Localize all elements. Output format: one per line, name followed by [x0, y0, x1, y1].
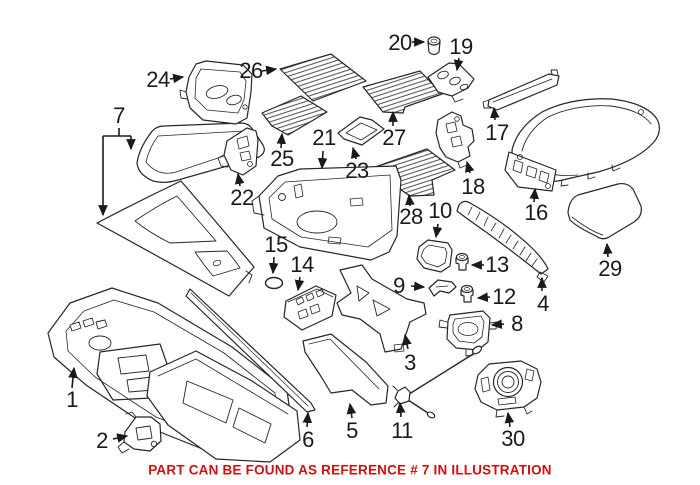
part-7-trim-panel [96, 180, 255, 297]
part-2-bracket [117, 411, 162, 454]
callout-26: 26 [239, 58, 263, 83]
part-4-trim-strip [456, 200, 549, 283]
part-console-shell [146, 350, 301, 463]
callout-13: 13 [485, 252, 509, 277]
part-20-cap [427, 36, 441, 56]
part-25-mat [261, 95, 328, 136]
part-12-cap [460, 284, 474, 303]
callout-25: 25 [270, 146, 294, 171]
reference-caption: PART CAN BE FOUND AS REFERENCE # 7 IN IL… [148, 462, 552, 478]
callout-29: 29 [598, 256, 622, 281]
callout-23: 23 [345, 158, 369, 183]
part-24-storage-tray [179, 60, 253, 125]
callout-19: 19 [449, 34, 473, 59]
part-9-clip [428, 279, 457, 297]
callout-arrows [68, 37, 613, 443]
callout-7-bracket [103, 128, 131, 137]
part-18-bracket [435, 111, 475, 169]
callout-27: 27 [382, 125, 406, 150]
part-15-grommet [264, 276, 284, 290]
callout-28: 28 [399, 204, 423, 229]
callout-3: 3 [404, 350, 416, 375]
part-5-trim-wedge [302, 333, 389, 406]
part-14-carrier [283, 285, 337, 331]
callout-20: 20 [388, 30, 412, 55]
part-26-mat [279, 53, 367, 102]
part-6-trim-strip [185, 288, 316, 413]
callout-10: 10 [428, 198, 452, 223]
callout-18: 18 [461, 174, 485, 199]
part-27-mat [362, 70, 443, 114]
part-21-carrier-box [251, 165, 402, 261]
callout-21: 21 [312, 125, 336, 150]
part-30-controller [474, 360, 542, 418]
part-13-cap [455, 252, 469, 271]
callout-14: 14 [290, 252, 314, 277]
callout-8: 8 [511, 311, 523, 336]
callout-5: 5 [346, 418, 358, 443]
callout-6: 6 [302, 427, 314, 452]
callout-30: 30 [501, 426, 525, 451]
callout-9: 9 [393, 273, 405, 298]
part-3-carrier [336, 264, 427, 353]
callout-11: 11 [391, 418, 413, 443]
callout-16: 16 [524, 200, 548, 225]
part-22-bracket [217, 127, 259, 176]
part-16-armrest [504, 98, 660, 192]
callout-1: 1 [66, 387, 78, 412]
part-10-tray [416, 239, 453, 273]
part-8-cupholder [438, 310, 498, 357]
part-11-cable [392, 345, 483, 419]
callout-24: 24 [146, 67, 170, 92]
callout-22: 22 [230, 185, 254, 210]
callout-12: 12 [492, 284, 516, 309]
callout-4: 4 [537, 291, 549, 316]
part-29-lid [567, 182, 642, 240]
callout-2: 2 [96, 428, 108, 453]
callout-17: 17 [485, 120, 509, 145]
callout-15: 15 [264, 232, 288, 257]
callout-7: 7 [113, 103, 125, 128]
part-23-plate [337, 116, 385, 146]
part-17-trim-rail [482, 69, 560, 111]
